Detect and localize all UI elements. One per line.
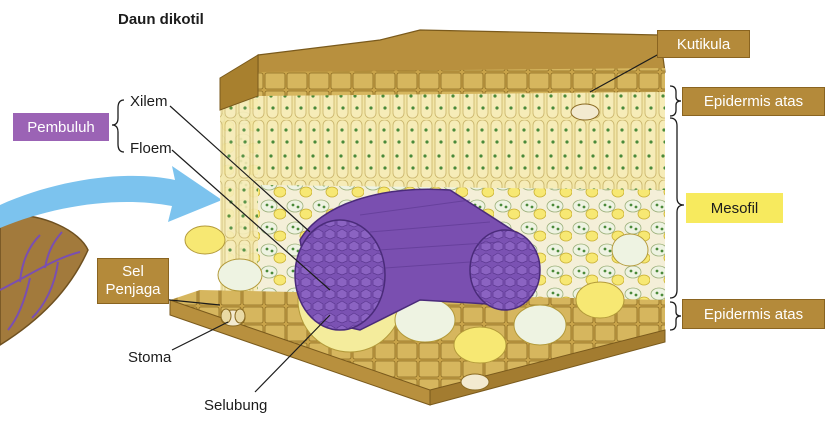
selubung-label: Selubung: [204, 398, 267, 413]
floem-label: Floem: [130, 141, 172, 156]
upper-epidermis: [258, 68, 665, 96]
sel-penjaga-line-2: Penjaga: [105, 282, 160, 298]
mesofil-label: Mesofil: [686, 193, 783, 223]
epidermis-atas-label: Epidermis atas: [682, 87, 825, 116]
pembuluh-label: Pembuluh: [13, 113, 109, 141]
palisade-layer: [258, 80, 665, 190]
xylem-phloem-cross-section: [295, 220, 385, 330]
sel-penjaga-line-1: Sel: [122, 264, 144, 280]
diagram-title: Daun dikotil: [118, 12, 204, 27]
sel-penjaga-label: Sel Penjaga: [97, 258, 169, 304]
kutikula-label: Kutikula: [657, 30, 750, 58]
stoma-label: Stoma: [128, 350, 171, 365]
xilem-label: Xilem: [130, 94, 168, 109]
leaf-shape: [0, 215, 88, 345]
epidermis-bawah-label: Epidermis atas: [682, 299, 825, 329]
